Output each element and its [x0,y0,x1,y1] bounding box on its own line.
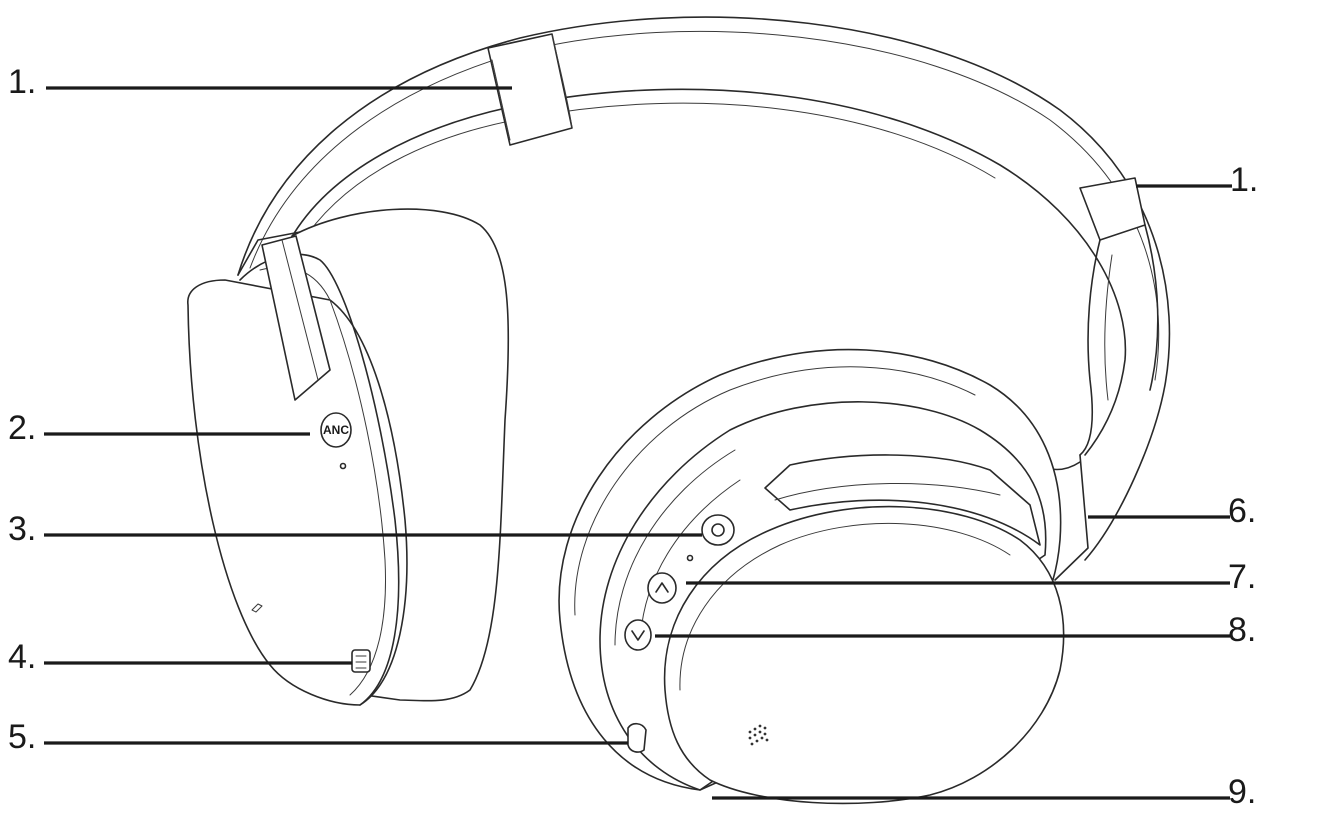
anc-button-label: ANC [323,423,349,437]
volume-up-button [647,572,677,604]
callout-label-5: 5. [8,718,36,756]
mic-grille [748,724,769,746]
callout-label-3: 3. [8,510,36,548]
callouts: 1. 1. 2. 3. 4. 5. 6. 7. 8. 9. [8,63,1258,811]
headband [237,16,1171,581]
callout-label-9: 9. [1228,773,1256,811]
right-earcup [558,348,1065,805]
callout-label-4: 4. [8,638,36,676]
bottom-port [627,722,647,753]
anc-button [320,412,352,448]
callout-label-8: 8. [1228,611,1256,649]
led-indicator [339,462,347,470]
callout-label-7: 7. [1228,558,1256,596]
charging-port [351,649,371,673]
callout-label-6: 6. [1228,492,1256,530]
callout-label-1a: 1. [8,63,36,101]
callout-label-1b: 1. [1230,161,1258,199]
left-earcup: ANC [187,208,510,706]
status-led [686,554,694,562]
callout-label-2: 2. [8,409,36,447]
volume-down-button [624,619,652,651]
power-button [701,514,735,546]
